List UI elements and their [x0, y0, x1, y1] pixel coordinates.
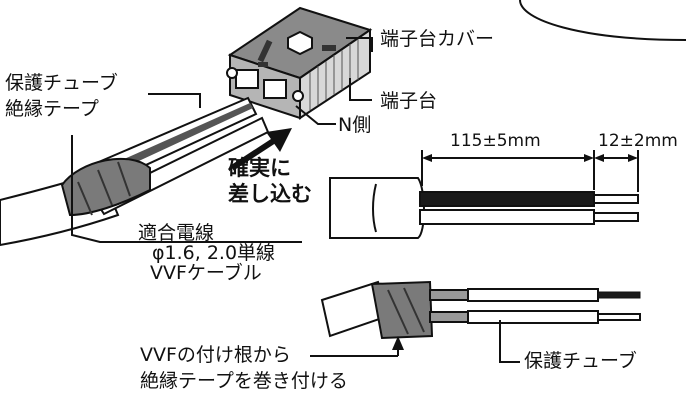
- insert-direction-arrow: [230, 128, 292, 171]
- label-dim-conductor-strip: 12±2mm: [598, 131, 678, 151]
- stripped-cable-dimensions: [329, 150, 639, 239]
- label-terminal-cover: 端子台カバー: [380, 28, 495, 50]
- callout-bubble-edge: [519, 0, 686, 41]
- label-insert-line2: 差し込む: [228, 182, 312, 206]
- label-compatible-wire-title: 適合電線: [138, 222, 215, 244]
- label-insert-line1: 確実に: [228, 156, 291, 180]
- label-tape-note-line2: 絶縁テープを巻き付ける: [140, 370, 348, 392]
- label-n-side: N側: [338, 114, 372, 136]
- terminal-block-illustration: [226, 6, 373, 120]
- label-terminal-block: 端子台: [380, 90, 438, 112]
- cable-into-terminal: [0, 96, 270, 247]
- label-protective-tube-bottom: 保護チューブ: [524, 350, 637, 372]
- leader-lines-top: [71, 37, 373, 243]
- label-compatible-wire-spec: φ1.6, 2.0単線: [152, 242, 276, 264]
- label-tape-note-line1: VVFの付け根から: [140, 344, 291, 366]
- label-insulating-tape: 絶縁テープ: [5, 98, 99, 120]
- label-protective-tube-top: 保護チューブ: [5, 72, 118, 94]
- taped-cable-illustration: [310, 280, 641, 363]
- label-compatible-wire-type: VVFケーブル: [150, 262, 262, 284]
- label-dim-sheath-strip: 115±5mm: [450, 131, 541, 151]
